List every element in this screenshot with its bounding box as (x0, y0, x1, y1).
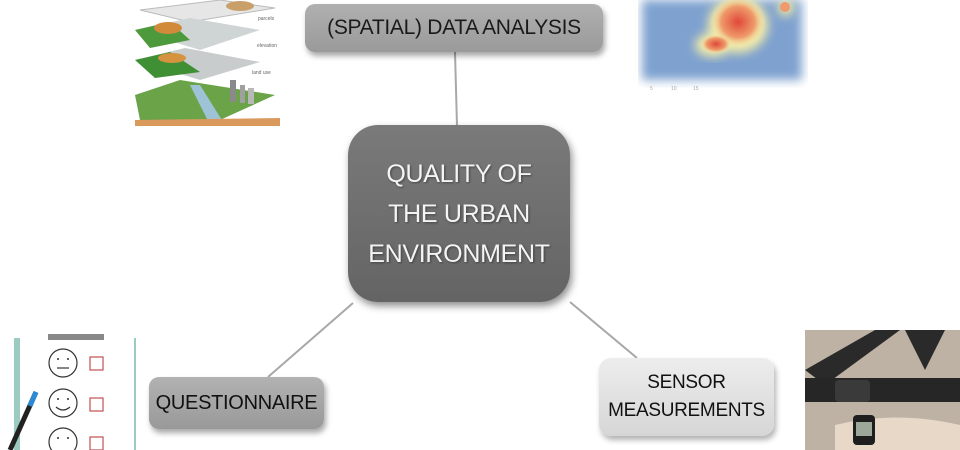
spatial-data-analysis-label: (SPATIAL) DATA ANALYSIS (327, 16, 581, 39)
questionnaire-node: QUESTIONNAIRE (149, 377, 324, 429)
connector-right (569, 301, 638, 359)
sensor-line-2: MEASUREMENTS (608, 400, 765, 421)
sensor-line-1: SENSOR (647, 372, 726, 393)
questionnaire-label: QUESTIONNAIRE (155, 391, 318, 414)
connector-top (454, 51, 458, 127)
questionnaire-sheet-image (7, 334, 136, 450)
center-line-2: THE URBAN (388, 199, 530, 228)
center-line-1: QUALITY OF (386, 159, 532, 188)
svg-text:15: 15 (693, 86, 699, 92)
svg-text:10: 10 (671, 86, 677, 92)
svg-text:parcels: parcels (258, 16, 275, 22)
quality-urban-environment-node: QUALITY OF THE URBAN ENVIRONMENT (348, 125, 570, 302)
spatial-data-analysis-node: (SPATIAL) DATA ANALYSIS (305, 4, 603, 52)
sensor-measurements-node: SENSOR MEASUREMENTS (599, 358, 774, 436)
gis-layers-image: parcels elevation land use (135, 0, 280, 126)
svg-text:land use: land use (252, 70, 271, 76)
svg-text:elevation: elevation (257, 43, 277, 49)
heatmap-image: 5 10 15 (642, 0, 802, 92)
sensor-photo-image (805, 330, 960, 450)
center-line-3: ENVIRONMENT (368, 239, 550, 268)
svg-text:5: 5 (650, 86, 653, 92)
connector-left (267, 302, 354, 378)
